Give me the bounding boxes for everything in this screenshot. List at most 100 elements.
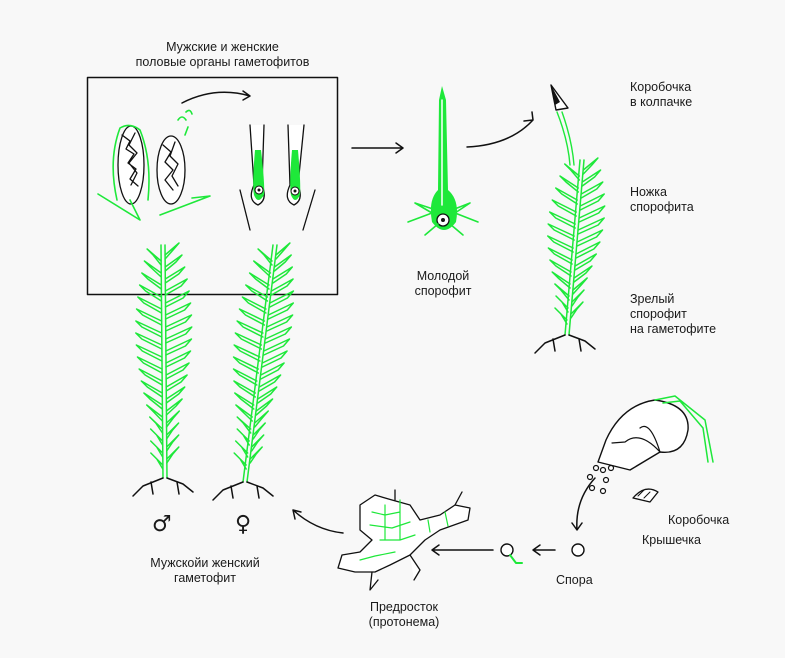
male-gametophyte-leaf	[146, 248, 162, 266]
female-gametophyte-leaf	[236, 416, 252, 434]
female-gametophyte-leaf	[233, 344, 261, 362]
mature-sporophyte-rhizoid	[534, 334, 596, 354]
female-gametophyte-leaf	[253, 410, 269, 428]
female-gametophyte-leaf	[234, 332, 263, 350]
arrow-to-mature	[466, 111, 534, 148]
male-gametophyte-rhizoid	[132, 477, 194, 497]
antheridium	[117, 125, 186, 205]
male-gametophyte-leaf	[143, 260, 162, 278]
arrow-to-young	[351, 142, 404, 154]
mature-sporophyte-leaf	[573, 265, 593, 283]
male-gametophyte-leaf	[165, 398, 183, 416]
male-gametophyte-leaf	[150, 452, 164, 470]
protonema-label: Предросток (протонема)	[368, 600, 440, 629]
capsule-label: Коробочка	[668, 513, 730, 527]
mature-sporophyte-leaf	[551, 199, 577, 217]
mature-sporophyte-leaf	[578, 205, 606, 223]
mature-sporophyte-leaf	[555, 295, 569, 313]
rhizoids	[132, 334, 596, 501]
male-gametophyte-leaf	[138, 284, 163, 302]
mature-sporophyte-leaf	[581, 169, 602, 187]
young-sporophyte	[407, 86, 479, 236]
female-gametophyte-leaf	[270, 278, 294, 296]
male-gametophyte-leaf	[165, 410, 181, 428]
lid-label: Крышечка	[642, 533, 701, 547]
mature-sporophyte-leaf	[559, 175, 580, 193]
female-gametophyte-leaf	[248, 272, 270, 290]
mature-sporophyte-leaf	[582, 157, 599, 175]
female-gametophyte-leaf	[257, 386, 278, 404]
female-gametophyte-leaf	[233, 380, 257, 398]
female-gametophyte-leaf	[264, 326, 293, 344]
female-gametophyte-leaf	[234, 440, 249, 458]
organs-label: Мужские и женские половые органы гаметоф…	[135, 40, 310, 69]
stalk-label: Ножка спорофита	[630, 185, 694, 214]
female-gametophyte-leaf	[275, 242, 291, 260]
male-gametophyte-leaf	[136, 356, 163, 374]
male-gametophyte-leaf	[164, 278, 188, 296]
mature-sporophyte-leaf	[572, 277, 588, 295]
male-gametophyte-leaf	[135, 344, 163, 362]
male-gametophyte-leaf	[165, 350, 192, 368]
arrow-to-gametophytes	[292, 509, 344, 534]
female-gametophyte-leaf	[235, 404, 253, 422]
young-sporophyte-label: Молодой спорофит	[414, 269, 472, 298]
male-gametophyte-leaf	[148, 416, 164, 434]
male-gametophyte-leaf	[164, 314, 193, 332]
male-gametophyte-leaf	[165, 326, 193, 344]
arrow-to-protonema	[431, 544, 494, 556]
arrow-spore-germ	[532, 544, 556, 556]
female-gametophyte-leaf	[232, 356, 260, 374]
open-capsule	[586, 395, 714, 503]
male-gametophyte-leaf	[164, 290, 190, 308]
mature-sporophyte-leaf	[575, 241, 601, 259]
mature-sporophyte-leaf	[547, 235, 574, 253]
male-gametophyte-leaf	[145, 404, 164, 422]
female-gametophyte-leaf	[233, 452, 247, 470]
mature-sporophyte-leaf	[576, 229, 604, 247]
mature-sporophyte-label: Зрелый спорофит на гаметофите	[630, 292, 717, 336]
female-gametophyte-leaf	[269, 290, 295, 308]
arrow-box-top	[181, 90, 251, 104]
male-gametophyte-leaf	[165, 362, 190, 380]
male-gametophyte-leaf	[149, 428, 164, 446]
germinating-spore	[500, 543, 523, 564]
female-gametophyte-leaf	[236, 320, 264, 338]
female-gametophyte-leaf	[236, 428, 250, 446]
spore	[571, 543, 585, 557]
female-gametophyte-leaf	[241, 296, 267, 314]
female-gametophyte-leaf	[238, 308, 266, 326]
male-gametophyte-leaf	[137, 296, 163, 314]
male-gametophyte-leaf	[165, 422, 180, 440]
mature-sporophyte-leaf	[554, 307, 568, 325]
female-symbol-icon: ♀	[235, 512, 252, 537]
mature-sporophyte-leaf	[548, 211, 576, 229]
female-gametophyte-leaf	[260, 362, 285, 380]
female-gametophyte-leaf	[234, 392, 255, 410]
female-gametophyte-leaf	[261, 350, 288, 368]
male-gametophyte-leaf	[135, 332, 163, 350]
male-gametophyte-leaf	[149, 440, 164, 458]
male-gametophyte-leaf	[135, 308, 163, 326]
male-gametophyte-leaf	[138, 368, 163, 386]
mature-sporophyte-leaf	[577, 217, 605, 235]
mature-sporophyte-leaf	[571, 289, 585, 307]
mature-sporophyte-leaf	[549, 259, 572, 277]
male-gametophyte-leaf	[165, 374, 188, 392]
female-gametophyte-leaf	[252, 422, 266, 440]
female-gametophyte-leaf	[255, 398, 274, 416]
spore-label: Спора	[556, 573, 593, 587]
male-gametophyte-leaf	[143, 392, 164, 410]
mature-sporophyte-leaf	[547, 247, 573, 265]
male-gametophyte-leaf	[165, 434, 180, 452]
female-gametophyte-leaf	[266, 314, 294, 332]
capsule-cap-label: Коробочка в колпачке	[630, 80, 693, 109]
male-gametophyte-leaf	[164, 266, 186, 284]
male-gametophyte-leaf	[165, 386, 186, 404]
mature-sporophyte-leaf	[547, 223, 575, 241]
mature-sporophyte-leaf	[554, 187, 579, 205]
female-gametophyte-leaf	[258, 374, 282, 392]
mature-sporophyte-leaf	[580, 181, 604, 199]
mature-sporophyte-leaf	[551, 271, 571, 289]
